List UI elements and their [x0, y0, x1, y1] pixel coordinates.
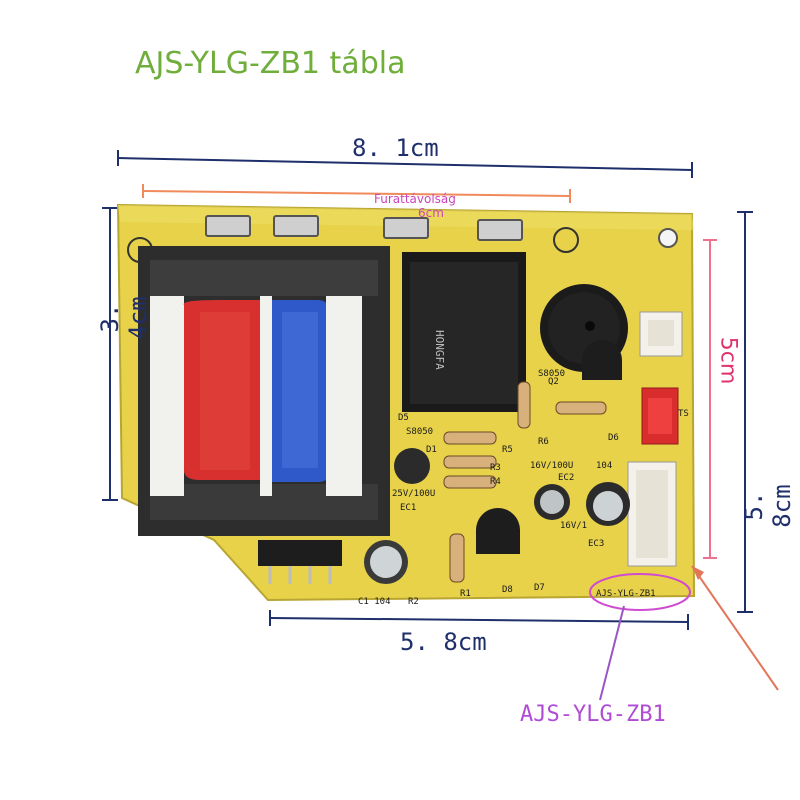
hole-spacing-line1: Furattávolság [374, 192, 456, 206]
silk-r5: R5 [502, 445, 513, 455]
silk-d8: D8 [502, 585, 513, 595]
silk-d5: D5 [398, 413, 409, 423]
relay: HONGFA [402, 252, 526, 412]
silk-104: 104 [596, 461, 612, 471]
silk-r1: R1 [460, 589, 471, 599]
dimension-height-right: 5. 8cm [740, 484, 796, 528]
silk-s8050a: S8050 [406, 427, 433, 437]
silk-model: AJS-YLG-ZB1 [596, 589, 656, 599]
transformer [138, 246, 390, 536]
page-title: AJS-YLG-ZB1 tábla [135, 46, 406, 81]
silk-r3: R3 [490, 463, 501, 473]
dimension-height-mid: 5cm [715, 336, 741, 385]
silk-ec2: EC2 [558, 473, 574, 483]
silk-ec1: EC1 [400, 503, 416, 513]
hole-spacing-label: Furattávolság 6cm [374, 192, 456, 220]
silk-s8050b: S8050 [538, 369, 565, 379]
hole-spacing-line2: 6cm [418, 206, 444, 220]
hole-spacing-line [142, 184, 571, 203]
silk-ts: TS [678, 409, 689, 419]
silk-c1: C1 104 [358, 597, 391, 607]
silk-r6: R6 [538, 437, 549, 447]
callout-pointer [599, 605, 625, 701]
silkscreen-labels: C1 104 R2 R1 D8 D7 EC3 EC1 D5 D1 R5 R3 R… [358, 369, 689, 607]
relay-brand: HONGFA [433, 330, 446, 370]
mid-height-line [703, 239, 717, 559]
silk-r4: R4 [490, 477, 501, 487]
silk-cap-b: 16V/1 [560, 521, 587, 531]
silk-d6: D6 [608, 433, 619, 443]
silk-d7: D7 [534, 583, 545, 593]
silk-ec3: EC3 [588, 539, 604, 549]
width-bottom-line [269, 617, 689, 623]
connector-pointer [691, 565, 779, 691]
silk-cap-a: 16V/100U [530, 461, 573, 471]
width-top-line [117, 157, 693, 171]
dimension-lines [102, 150, 753, 630]
mounting-hole [658, 228, 678, 248]
resistors [443, 381, 607, 583]
pin-header [258, 540, 342, 566]
dimension-width-bottom: 5. 8cm [400, 628, 487, 656]
silk-q2: Q2 [548, 377, 559, 387]
silk-d1: D1 [426, 445, 437, 455]
dimension-height-left: 3. 4cm [96, 296, 152, 340]
capacitor-ec1 [394, 448, 430, 484]
spade-terminals [205, 215, 523, 241]
dimension-width-top: 8. 1cm [352, 134, 439, 162]
silk-cap-c: 25V/100U [392, 489, 435, 499]
transistor [476, 508, 520, 554]
model-highlight-ellipse [589, 573, 691, 611]
silk-r2: R2 [408, 597, 419, 607]
model-callout-label: AJS-YLG-ZB1 [520, 702, 666, 727]
